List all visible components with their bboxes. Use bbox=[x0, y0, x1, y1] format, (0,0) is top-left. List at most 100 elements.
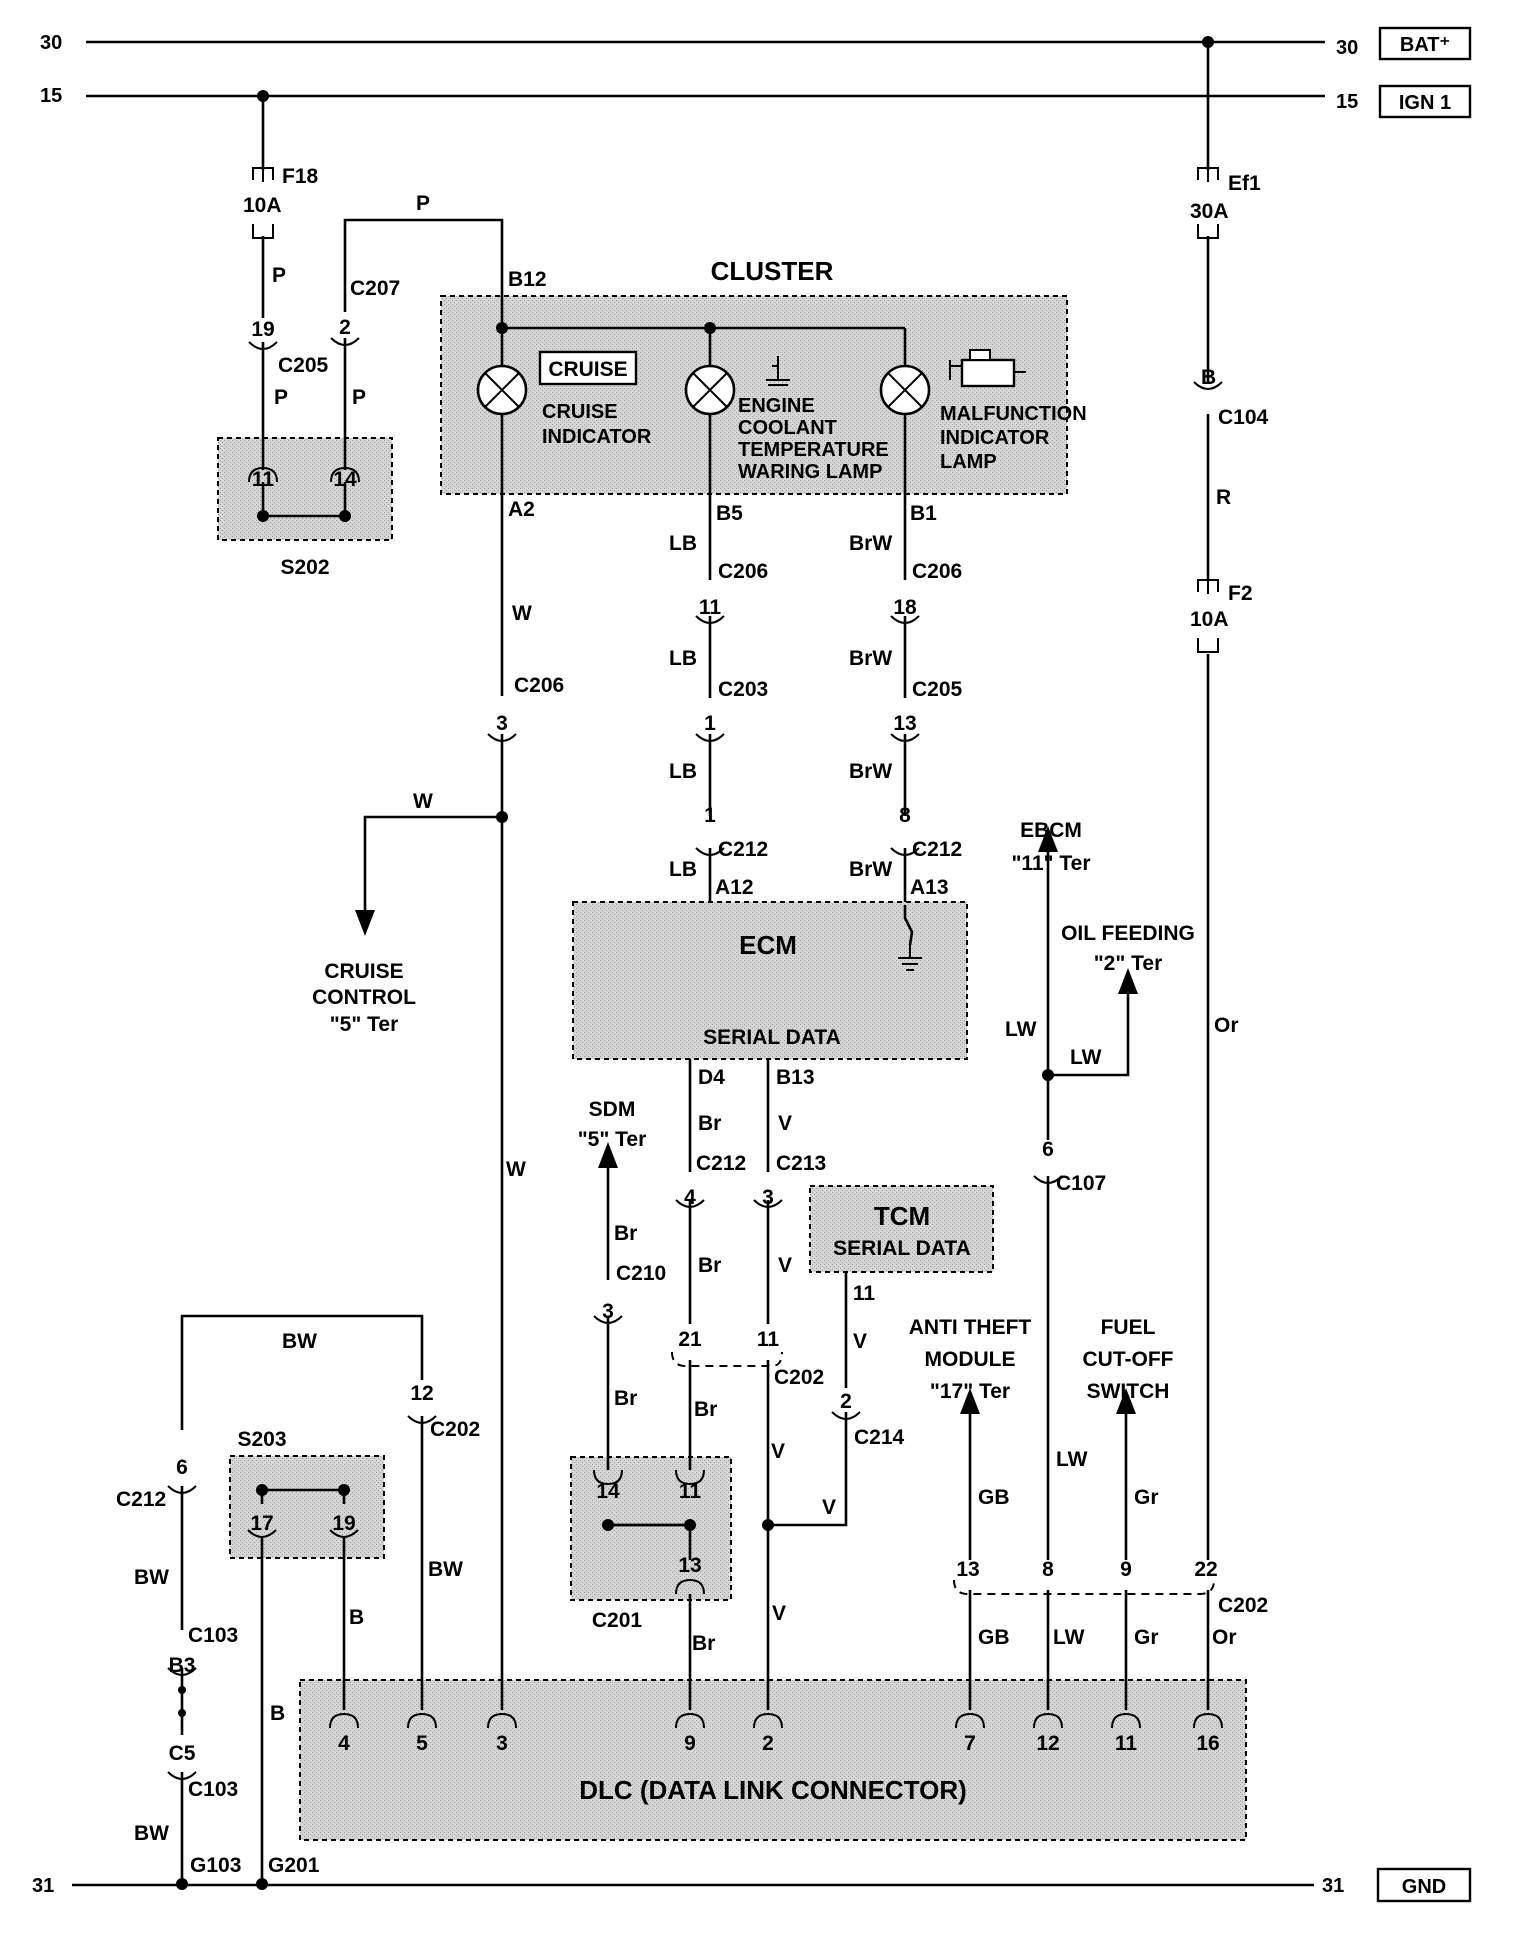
label-pins-p11e: 11 bbox=[679, 1480, 702, 1503]
c202-dash-b bbox=[953, 1579, 1215, 1595]
ect-line2: COOLANT bbox=[738, 417, 837, 439]
label-wire-colors-brw3: BrW bbox=[849, 760, 892, 783]
label-connectors-g201: G201 bbox=[268, 1854, 320, 1877]
label-wire-colors-v1: V bbox=[778, 1112, 792, 1135]
label-pins-p13b: 13 bbox=[678, 1554, 701, 1577]
junction-dots bbox=[176, 36, 1214, 1890]
label-connectors-c207: C207 bbox=[350, 277, 400, 300]
label-wire-colors-bw3: BW bbox=[134, 1566, 169, 1589]
label-pins-p3c: 3 bbox=[602, 1300, 614, 1323]
label-wire-colors-lb1: LB bbox=[669, 532, 697, 555]
label-wire-colors-w2: W bbox=[413, 790, 433, 813]
label-pins-p4a: 4 bbox=[684, 1186, 696, 1209]
label-wire-colors-br1: Br bbox=[698, 1112, 721, 1135]
s202-label: S202 bbox=[280, 556, 329, 579]
label-wire-colors-b1: B bbox=[349, 1606, 364, 1629]
engine-icon bbox=[949, 349, 1026, 388]
cruise-indicator-line2: INDICATOR bbox=[542, 426, 652, 448]
fuse-f2-amp: 10A bbox=[1190, 608, 1229, 631]
ect-line1: ENGINE bbox=[738, 395, 815, 417]
fuse-f18-amp: 10A bbox=[243, 194, 282, 217]
s203-box bbox=[229, 1455, 385, 1559]
cluster-title: CLUSTER bbox=[711, 256, 834, 286]
label-connectors-c213: C213 bbox=[776, 1152, 826, 1175]
label-wire-colors-v2: V bbox=[778, 1254, 792, 1277]
label-pins-p22: 22 bbox=[1194, 1558, 1217, 1581]
rail-15-right-label: 15 bbox=[1336, 91, 1358, 113]
cruise-control-line1: CRUISE bbox=[324, 960, 403, 983]
s203-label: S203 bbox=[237, 1428, 286, 1451]
label-wire-colors-w1: W bbox=[512, 602, 532, 625]
label-pins-p3a: 3 bbox=[496, 712, 508, 735]
arrows bbox=[355, 826, 1138, 1414]
label-pins-p6b: 6 bbox=[1042, 1138, 1054, 1161]
sdm-line2: "5" Ter bbox=[578, 1128, 647, 1151]
label-pins-p9a: 9 bbox=[1120, 1558, 1132, 1581]
label-pins-p18: 18 bbox=[893, 596, 917, 619]
dlc-title: DLC (DATA LINK CONNECTOR) bbox=[579, 1775, 967, 1805]
label-wire-colors-brw4: BrW bbox=[849, 858, 892, 881]
fuse-f2-name: F2 bbox=[1228, 582, 1253, 605]
label-connectors-c107: C107 bbox=[1056, 1172, 1106, 1195]
ign-tag: IGN 1 bbox=[1399, 92, 1451, 114]
label-wire-colors-w3: W bbox=[506, 1158, 526, 1181]
label-pins-p12a: 12 bbox=[410, 1382, 433, 1405]
label-pins-dlc3: 3 bbox=[496, 1732, 508, 1755]
label-pins-p6a: 6 bbox=[176, 1456, 188, 1479]
label-wire-colors-v5: V bbox=[822, 1496, 836, 1519]
label-pins-p13c: 13 bbox=[956, 1558, 979, 1581]
gnd-tag: GND bbox=[1402, 1876, 1446, 1898]
label-pins-dlc9: 9 bbox=[684, 1732, 696, 1755]
mil-line2: INDICATOR bbox=[940, 427, 1050, 449]
rail-31: 31 31 GND bbox=[32, 1867, 1472, 1903]
label-connectors-c206a: C206 bbox=[514, 674, 564, 697]
cruise-control-line3: "5" Ter bbox=[330, 1013, 399, 1036]
label-pins-p14a: 14 bbox=[333, 468, 357, 491]
anti-theft-line3: "17" Ter bbox=[930, 1380, 1010, 1403]
fuel-cutoff-line3: SWITCH bbox=[1087, 1380, 1170, 1403]
mil-line1: MALFUNCTION bbox=[940, 403, 1087, 425]
tcm-serial-label: SERIAL DATA bbox=[833, 1237, 971, 1260]
pin-labels: 19 2 11 14 B12 A2 B5 B1 3 11 18 1 13 1 8… bbox=[169, 268, 1220, 1765]
fuse-ef1-amp: 30A bbox=[1190, 200, 1229, 223]
label-pins-b13: B13 bbox=[776, 1066, 815, 1089]
s202-box bbox=[217, 437, 393, 541]
label-connectors-c212c: C212 bbox=[696, 1152, 746, 1175]
label-pins-p11b: 11 bbox=[699, 596, 722, 619]
label-pins-p1b: 1 bbox=[704, 804, 716, 827]
wires bbox=[180, 42, 1210, 1885]
label-pins-p3b: 3 bbox=[762, 1186, 774, 1209]
label-wire-colors-lw4: LW bbox=[1053, 1626, 1085, 1649]
bat-tag: BAT⁺ bbox=[1400, 34, 1450, 56]
label-pins-b12: B12 bbox=[508, 268, 547, 291]
label-wire-colors-br2: Br bbox=[698, 1254, 721, 1277]
ebcm-line1: EBCM bbox=[1020, 819, 1082, 842]
rail-15: 15 15 IGN 1 bbox=[40, 84, 1472, 119]
label-wire-colors-lb3: LB bbox=[669, 760, 697, 783]
label-wire-colors-b3: B bbox=[1201, 366, 1216, 389]
fuse-ef1: Ef1 30A bbox=[1190, 167, 1261, 239]
label-wire-colors-v4: V bbox=[771, 1440, 785, 1463]
label-wire-colors-p3: P bbox=[352, 386, 366, 409]
cruise-box-label: CRUISE bbox=[548, 358, 627, 381]
label-pins-p14b: 14 bbox=[596, 1480, 620, 1503]
rail-30-right-label: 30 bbox=[1336, 37, 1358, 59]
label-pins-d4: D4 bbox=[698, 1066, 725, 1089]
cruise-control-line2: CONTROL bbox=[312, 986, 416, 1009]
label-wire-colors-lb4: LB bbox=[669, 858, 697, 881]
label-pins-dlc16: 16 bbox=[1196, 1732, 1219, 1755]
label-connectors-c104: C104 bbox=[1218, 406, 1269, 429]
label-pins-dlc11: 11 bbox=[1115, 1732, 1138, 1755]
ecm-box bbox=[572, 901, 968, 1060]
label-connectors-c205b: C205 bbox=[912, 678, 963, 701]
label-connectors-c212a: C212 bbox=[718, 838, 768, 861]
label-connectors-c206b: C206 bbox=[718, 560, 768, 583]
ground-icon bbox=[898, 945, 922, 971]
rail-31-left-label: 31 bbox=[32, 1875, 54, 1897]
tcm-title: TCM bbox=[874, 1201, 930, 1231]
thermometer-icon bbox=[766, 356, 790, 386]
label-pins-p17: 17 bbox=[250, 1512, 273, 1535]
label-pins-dlc4: 4 bbox=[338, 1732, 350, 1755]
ebcm-arrow-icon bbox=[1038, 826, 1058, 852]
label-wire-colors-bw2: BW bbox=[428, 1558, 463, 1581]
